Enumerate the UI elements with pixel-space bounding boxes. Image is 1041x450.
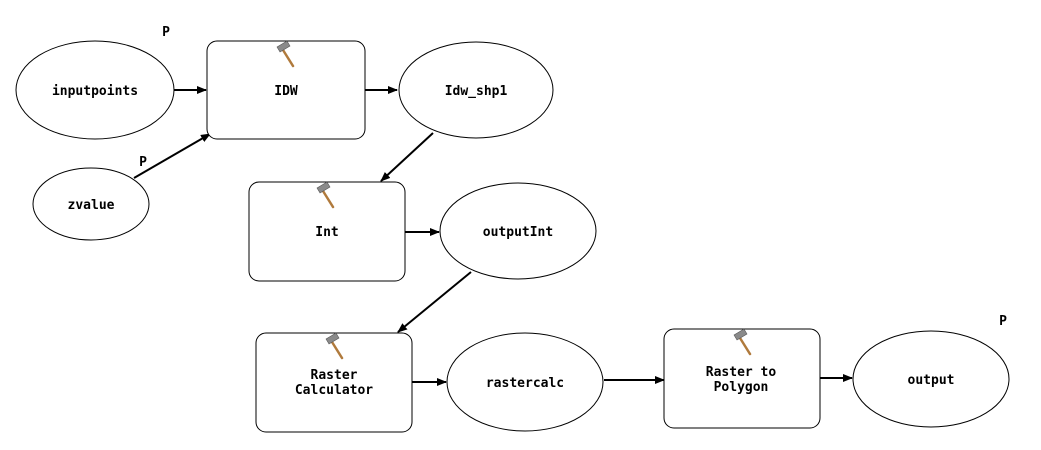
node-inputpoints[interactable]: inputpoints P [15,25,175,140]
tool-raster-to-polygon[interactable]: Raster to Polygon [663,327,821,429]
node-rastercalc-label: rastercalc [486,376,564,391]
tool-raster-to-polygon-label-line2: Polygon [714,380,769,395]
connector-zvalue-idw [133,133,211,179]
connector-idwshp1-int [380,132,434,182]
connector-outputint-rastercalculator [397,271,472,333]
zvalue-parameter-marker: P [139,155,147,170]
node-outputint-label: outputInt [483,225,553,240]
node-output-label: output [908,373,955,388]
node-zvalue-label: zvalue [68,198,115,213]
node-idw-shp1-label: Idw_shp1 [445,84,508,99]
node-zvalue[interactable]: zvalue P [32,155,150,241]
tool-idw-label: IDW [274,84,298,99]
node-rastercalc[interactable]: rastercalc [446,332,604,432]
tool-raster-calculator-label-line2: Calculator [295,383,373,398]
tool-raster-calculator-label-line1: Raster [311,368,358,383]
tool-raster-calculator[interactable]: Raster Calculator [255,331,413,433]
node-outputint[interactable]: outputInt [439,182,597,280]
tool-raster-to-polygon-label-line1: Raster to [706,365,777,380]
tool-idw[interactable]: IDW [206,39,366,140]
output-parameter-marker: P [999,314,1007,329]
node-output[interactable]: output P [852,314,1010,428]
node-inputpoints-label: inputpoints [52,84,138,99]
tool-int-label: Int [315,225,338,240]
tool-int[interactable]: Int [248,180,406,282]
node-idw-shp1[interactable]: Idw_shp1 [398,41,554,139]
inputpoints-parameter-marker: P [162,25,170,40]
